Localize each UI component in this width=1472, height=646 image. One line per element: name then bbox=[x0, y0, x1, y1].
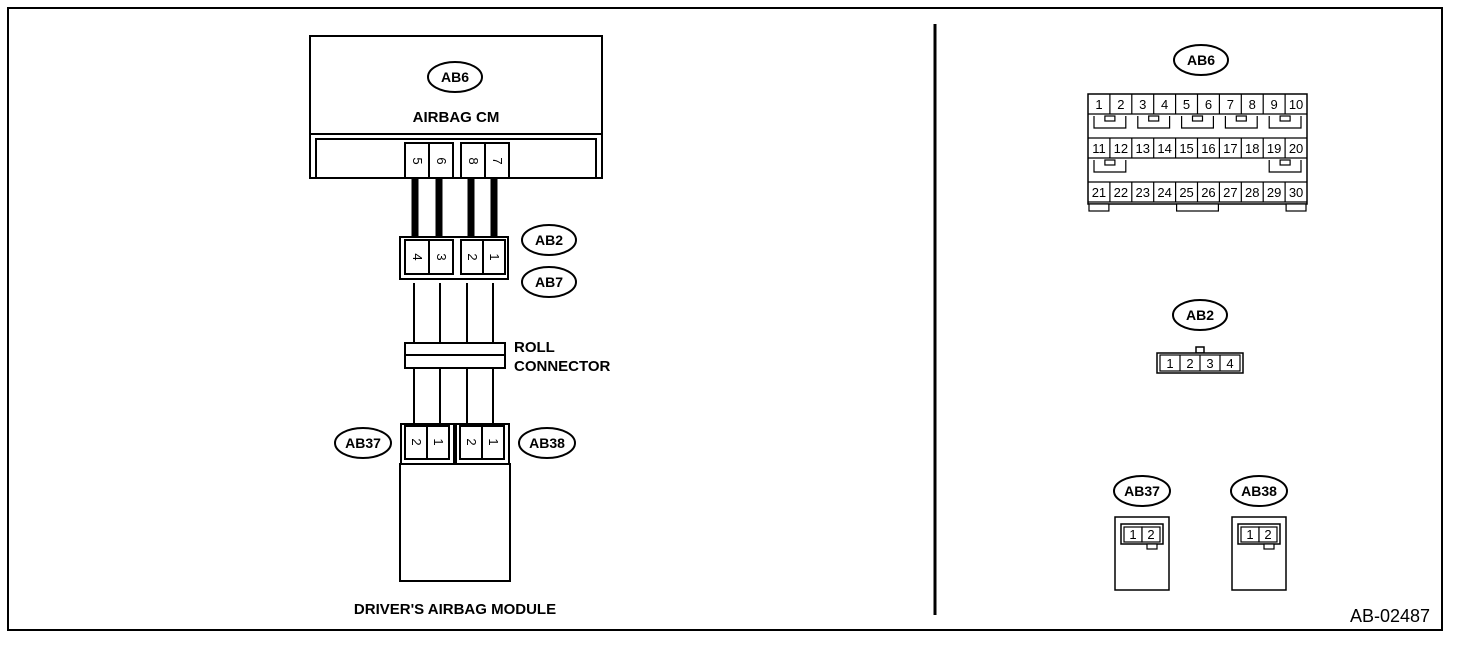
ab6-face-pin-7: 7 bbox=[1227, 97, 1234, 112]
ab2-pin-4: 4 bbox=[410, 253, 425, 260]
figure-id: AB-02487 bbox=[1350, 606, 1430, 626]
ab6-face-pin-30: 30 bbox=[1289, 185, 1303, 200]
cm-pin-8: 8 bbox=[466, 157, 481, 164]
roll-connector-label-2: CONNECTOR bbox=[514, 358, 611, 375]
ab6-face-pin-4: 4 bbox=[1161, 97, 1168, 112]
ab37-pin-2: 2 bbox=[409, 438, 424, 445]
ab6-face-pin-23: 23 bbox=[1136, 185, 1150, 200]
ab2-face-pin-1: 1 bbox=[1166, 356, 1173, 371]
ab6-face-pin-24: 24 bbox=[1157, 185, 1171, 200]
ab6-face-pin-20: 20 bbox=[1289, 141, 1303, 156]
ab6-face-pin-14: 14 bbox=[1157, 141, 1171, 156]
connector-tag-ab37-text: AB37 bbox=[345, 435, 381, 451]
connector-tag-ab38 bbox=[518, 427, 576, 459]
connector-tag-ab38-text: AB38 bbox=[529, 435, 565, 451]
ab6-face-pin-16: 16 bbox=[1201, 141, 1215, 156]
ab6-face-pin-17: 17 bbox=[1223, 141, 1237, 156]
cm-pin-6: 6 bbox=[434, 157, 449, 164]
ab6-face-pin-9: 9 bbox=[1271, 97, 1278, 112]
ab37-face-pin-1: 1 bbox=[1129, 527, 1136, 542]
face-tag-ab6-text: AB6 bbox=[1187, 52, 1215, 68]
ab6-face-pin-13: 13 bbox=[1136, 141, 1150, 156]
ab37-pin-1: 1 bbox=[431, 438, 446, 445]
ab37-face-pin-2: 2 bbox=[1147, 527, 1154, 542]
ab6-face-pin-1: 1 bbox=[1095, 97, 1102, 112]
connector-tag-ab6 bbox=[427, 61, 483, 93]
ab6-face-pin-5: 5 bbox=[1183, 97, 1190, 112]
face-tag-ab6 bbox=[1173, 44, 1229, 76]
connector-tag-ab6-text: AB6 bbox=[441, 69, 469, 85]
ab6-face-pin-25: 25 bbox=[1179, 185, 1193, 200]
ab6-face-pin-29: 29 bbox=[1267, 185, 1281, 200]
ab6-face-pin-8: 8 bbox=[1249, 97, 1256, 112]
airbag-cm-label: AIRBAG CM bbox=[413, 109, 500, 126]
connector-tag-ab37 bbox=[334, 427, 392, 459]
connector-tag-ab7 bbox=[521, 266, 577, 298]
ab38-face-pin-2: 2 bbox=[1264, 527, 1271, 542]
connector-tag-ab2-text: AB2 bbox=[535, 232, 563, 248]
ab6-face-pin-11: 11 bbox=[1092, 141, 1106, 156]
face-tag-ab37-text: AB37 bbox=[1124, 483, 1160, 499]
ab38-pin-1: 1 bbox=[486, 438, 501, 445]
wires-ab7-to-roll bbox=[413, 283, 494, 343]
driver-airbag-module-label: DRIVER'S AIRBAG MODULE bbox=[354, 601, 556, 618]
ab6-face-pin-15: 15 bbox=[1179, 141, 1193, 156]
face-tag-ab2-text: AB2 bbox=[1186, 307, 1214, 323]
ab2-face-pin-2: 2 bbox=[1186, 356, 1193, 371]
ab2-pin-3: 3 bbox=[434, 253, 449, 260]
ab6-face-pin-10: 10 bbox=[1289, 97, 1303, 112]
connector-tag-ab2 bbox=[521, 224, 577, 256]
face-tag-ab2 bbox=[1172, 299, 1228, 331]
cm-pin-5: 5 bbox=[410, 157, 425, 164]
roll-connector-label-1: ROLL bbox=[514, 339, 555, 356]
face-tag-ab37 bbox=[1113, 475, 1171, 507]
ab38-pin-2: 2 bbox=[464, 438, 479, 445]
ab6-face-pin-22: 22 bbox=[1114, 185, 1128, 200]
ab6-face-pin-19: 19 bbox=[1267, 141, 1281, 156]
airbag-cm-connector-strip bbox=[315, 138, 597, 179]
ab6-face-pin-21: 21 bbox=[1092, 185, 1106, 200]
connector-tag-ab7-text: AB7 bbox=[535, 274, 563, 290]
wires-roll-to-module bbox=[413, 368, 494, 425]
ab6-face-pin-27: 27 bbox=[1223, 185, 1237, 200]
diagram-frame bbox=[7, 7, 1443, 631]
ab6-face-pin-2: 2 bbox=[1117, 97, 1124, 112]
ab6-face-pin-28: 28 bbox=[1245, 185, 1259, 200]
ab2-pin-2: 2 bbox=[465, 253, 480, 260]
face-tag-ab38-text: AB38 bbox=[1241, 483, 1277, 499]
face-tag-ab38 bbox=[1230, 475, 1288, 507]
ab6-face-pin-26: 26 bbox=[1201, 185, 1215, 200]
ab6-face-pin-6: 6 bbox=[1205, 97, 1212, 112]
ab38-face-pin-1: 1 bbox=[1246, 527, 1253, 542]
cm-pin-7: 7 bbox=[490, 157, 505, 164]
driver-airbag-module-box bbox=[399, 463, 511, 582]
ab6-face-pin-18: 18 bbox=[1245, 141, 1259, 156]
ab6-face-pin-3: 3 bbox=[1139, 97, 1146, 112]
wires-cm-to-ab2 bbox=[411, 178, 498, 238]
ab2-pin-1: 1 bbox=[487, 253, 502, 260]
ab6-face-pin-12: 12 bbox=[1114, 141, 1128, 156]
ab2-face-pin-3: 3 bbox=[1206, 356, 1213, 371]
ab2-face-pin-4: 4 bbox=[1226, 356, 1233, 371]
